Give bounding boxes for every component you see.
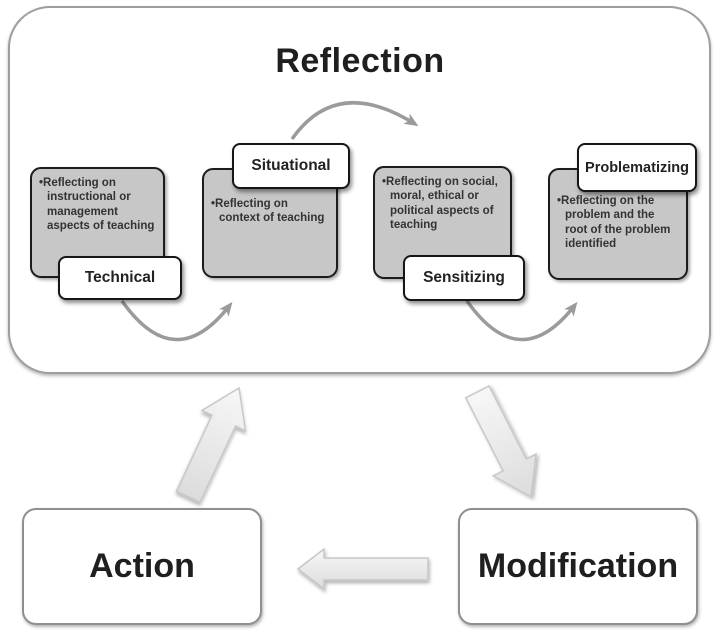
action-node-label: Action bbox=[89, 547, 195, 585]
block-arrow-action-to-reflection bbox=[175, 386, 247, 504]
block-arrow-modification-to-action bbox=[296, 547, 429, 591]
stage-label-sensitizing: Sensitizing bbox=[403, 255, 525, 301]
action-node: Action bbox=[22, 508, 262, 625]
stage-bullet-sensitizing: •Reflecting on social, moral, ethical or… bbox=[382, 176, 498, 231]
modification-node: Modification bbox=[458, 508, 698, 625]
reflection-title: Reflection bbox=[275, 42, 445, 80]
stage-label-technical: Technical bbox=[58, 256, 182, 300]
stage-label-situational: Situational bbox=[232, 143, 350, 189]
modification-node-label: Modification bbox=[477, 547, 679, 585]
stage-card-technical: •Reflecting on instructional or manageme… bbox=[30, 167, 165, 278]
stage-bullet-situational: •Reflecting on context of teaching bbox=[211, 198, 325, 225]
stage-bullet-technical: •Reflecting on instructional or manageme… bbox=[39, 177, 155, 232]
block-arrow-reflection-to-modification bbox=[464, 384, 537, 499]
stage-label-problematizing: Problematizing bbox=[577, 143, 697, 192]
stage-bullet-problematizing: •Reflecting on the problem and the root … bbox=[557, 195, 671, 250]
